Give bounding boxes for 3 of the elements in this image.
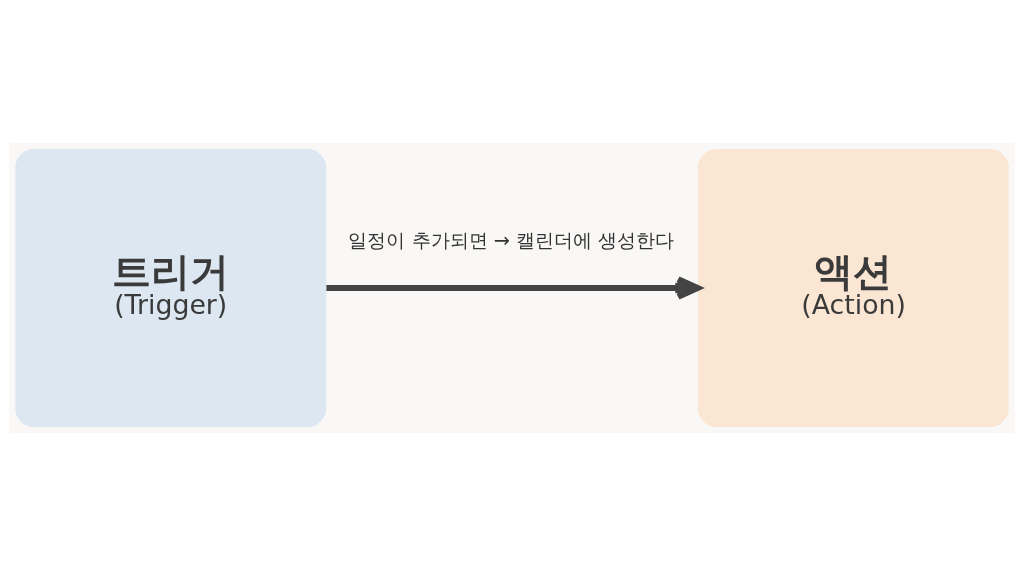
node-box: 트리거 (Trigger) xyxy=(15,148,327,428)
node-box: 액션 (Action) xyxy=(697,148,1009,428)
edge-label: 일정이 추가되면 → 캘린더에 생성한다 xyxy=(348,228,675,252)
